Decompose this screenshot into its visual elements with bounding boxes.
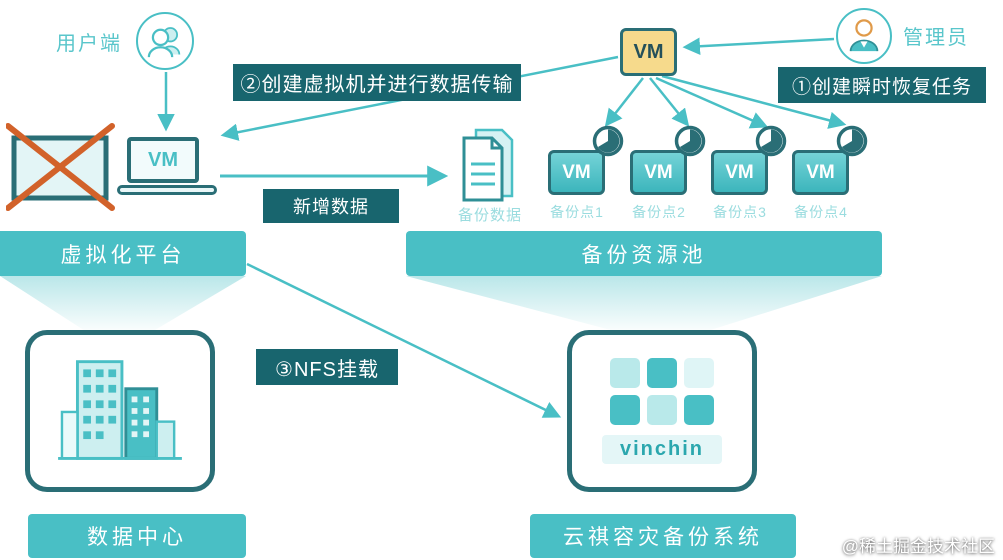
user-side-label: 用户端 [56,33,122,55]
backup-vm-box: VM [630,150,687,195]
users-icon [136,12,194,70]
source-vm-screen: VM [127,137,199,183]
source-vm-laptop-icon: VM [117,133,217,201]
data-center-bar: 数据中心 [28,514,246,558]
clock-icon [754,124,788,158]
backup-point-label: 备份点1 [550,204,604,220]
backup-files-label: 备份数据 [457,207,522,224]
vinchin-system-bar: 云祺容灾备份系统 [530,514,796,558]
buildings-icon [58,360,182,460]
backup-resource-pool-bar: 备份资源池 [406,231,882,276]
backup-vm-box: VM [792,150,849,195]
data-center-box [25,330,215,492]
backup-point-4: VM 备份点4 [792,124,872,224]
backup-point-label: 备份点3 [713,204,767,220]
step2-badge: ②创建虚拟机并进行数据传输 [233,64,521,101]
virtualization-platform-bar: 虚拟化平台 [0,231,246,276]
admin-label: 管理员 [903,27,969,49]
clock-icon [673,124,707,158]
backup-point-2: VM 备份点2 [630,124,710,224]
vinchin-grid-icon [610,358,714,425]
admin-icon [836,8,892,64]
backup-vm-label: VM [562,161,591,183]
clock-icon [835,124,869,158]
new-data-badge: 新增数据 [263,189,399,223]
clock-icon [591,124,625,158]
backup-point-1: VM 备份点1 [548,124,628,224]
backup-vm-label: VM [806,161,835,183]
backup-point-label: 备份点2 [632,204,686,220]
vinchin-logo: vinchin [601,435,722,464]
recovery-vm-box: VM [620,28,677,76]
recovery-vm-label: VM [633,40,664,63]
step1-badge: ①创建瞬时恢复任务 [778,67,986,103]
backup-vm-box: VM [711,150,768,195]
backup-point-label: 备份点4 [794,204,848,220]
backup-point-3: VM 备份点3 [711,124,791,224]
source-vm-label: VM [148,148,178,171]
watermark: @稀土掘金技术社区 [841,537,995,556]
backup-vm-box: VM [548,150,605,195]
failed-host-icon [5,118,118,214]
backup-files-icon [458,126,522,206]
backup-vm-label: VM [644,161,673,183]
laptop-base [117,185,217,195]
step3-badge: ③NFS挂载 [256,349,398,385]
backup-vm-label: VM [725,161,754,183]
vinchin-system-box: vinchin [567,330,757,492]
